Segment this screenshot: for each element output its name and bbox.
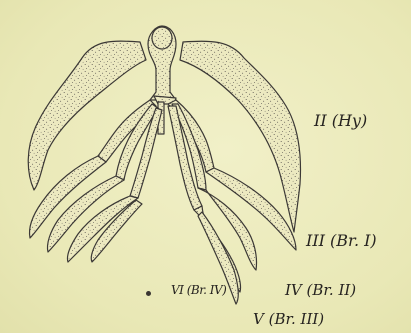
label-branchial-arch-3: V (Br. III) — [253, 310, 324, 328]
pointer-dot — [146, 291, 151, 296]
basihyal-knob — [152, 27, 172, 49]
label-branchial-arch-2: IV (Br. II) — [285, 281, 356, 299]
label-branchial-arch-4: VI (Br. IV) — [171, 283, 226, 297]
label-branchial-arch-1: III (Br. I) — [306, 231, 377, 250]
label-hyoid-arch: II (Hy) — [314, 111, 367, 130]
